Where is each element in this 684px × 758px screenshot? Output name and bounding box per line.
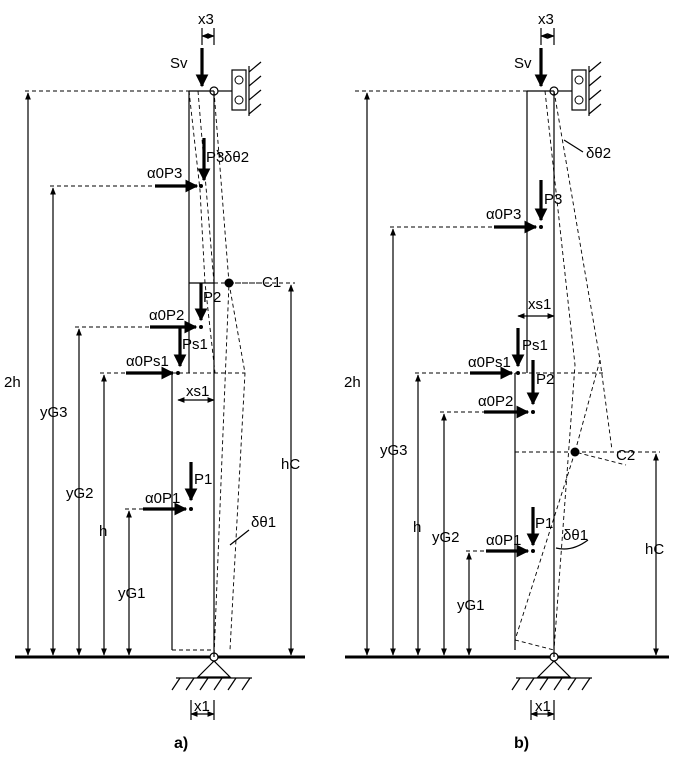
dtheta2-label: δθ2 (224, 149, 249, 166)
a0p1-label: α0P1 (145, 490, 180, 507)
hc-label: hC (645, 541, 664, 558)
a0p3-label: α0P3 (486, 206, 521, 223)
p3-label: P3 (544, 191, 562, 208)
yg3-label: yG3 (40, 404, 68, 421)
top-roller-support (209, 61, 262, 116)
2h-label: 2h (344, 374, 361, 391)
a0ps1-label: α0Ps1 (126, 353, 169, 370)
sv-label: Sv (170, 55, 188, 72)
ps1-label: Ps1 (182, 336, 208, 353)
dtheta2-label: δθ2 (586, 145, 611, 162)
p2-label: P2 (203, 289, 221, 306)
h-label: h (99, 523, 107, 540)
c2-label: C2 (616, 447, 635, 464)
c1-label: C1 (262, 274, 281, 291)
x3-label: x3 (538, 11, 554, 28)
a0p2-label: α0P2 (149, 307, 184, 324)
p1-label: P1 (535, 515, 553, 532)
h-label: h (413, 519, 421, 536)
caption-b: b) (514, 735, 529, 752)
deformed-shape (172, 90, 246, 658)
yg1-label: yG1 (118, 585, 146, 602)
yg1-label: yG1 (457, 597, 485, 614)
2h-label: 2h (4, 374, 21, 391)
dtheta1-label: δθ1 (251, 514, 276, 531)
x1-label: x1 (194, 698, 210, 715)
a0p1-label: α0P1 (486, 532, 521, 549)
yg3-label: yG3 (380, 442, 408, 459)
xs1-label: xs1 (528, 296, 551, 313)
dtheta1-label: δθ1 (563, 527, 588, 544)
x1-label: x1 (535, 698, 551, 715)
caption-a: a) (174, 735, 188, 752)
ps1-label: Ps1 (522, 337, 548, 354)
p2-label: P2 (536, 371, 554, 388)
hc-label: hC (281, 456, 300, 473)
deformed-shape (514, 90, 627, 651)
panel-a: C1 Sv x3 P3 α0P3 δθ2 P2 α0P2 Ps1 α0Ps1 x… (4, 11, 305, 752)
yg2-label: yG2 (66, 485, 94, 502)
a0p3-label: α0P3 (147, 165, 182, 182)
yg2-label: yG2 (432, 529, 460, 546)
p1-label: P1 (194, 471, 212, 488)
xs1-label: xs1 (186, 383, 209, 400)
base-pin-support (511, 652, 592, 691)
sv-label: Sv (514, 55, 532, 72)
top-roller-support (549, 61, 602, 116)
base-pin-support (171, 652, 252, 691)
a0ps1-label: α0Ps1 (468, 354, 511, 371)
x3-label: x3 (198, 11, 214, 28)
p3-label: P3 (206, 149, 224, 166)
a0p2-label: α0P2 (478, 393, 513, 410)
panel-b: C2 Sv x3 δθ2 P3 α0P3 xs1 Ps1 α0Ps1 P2 α0… (344, 11, 669, 752)
